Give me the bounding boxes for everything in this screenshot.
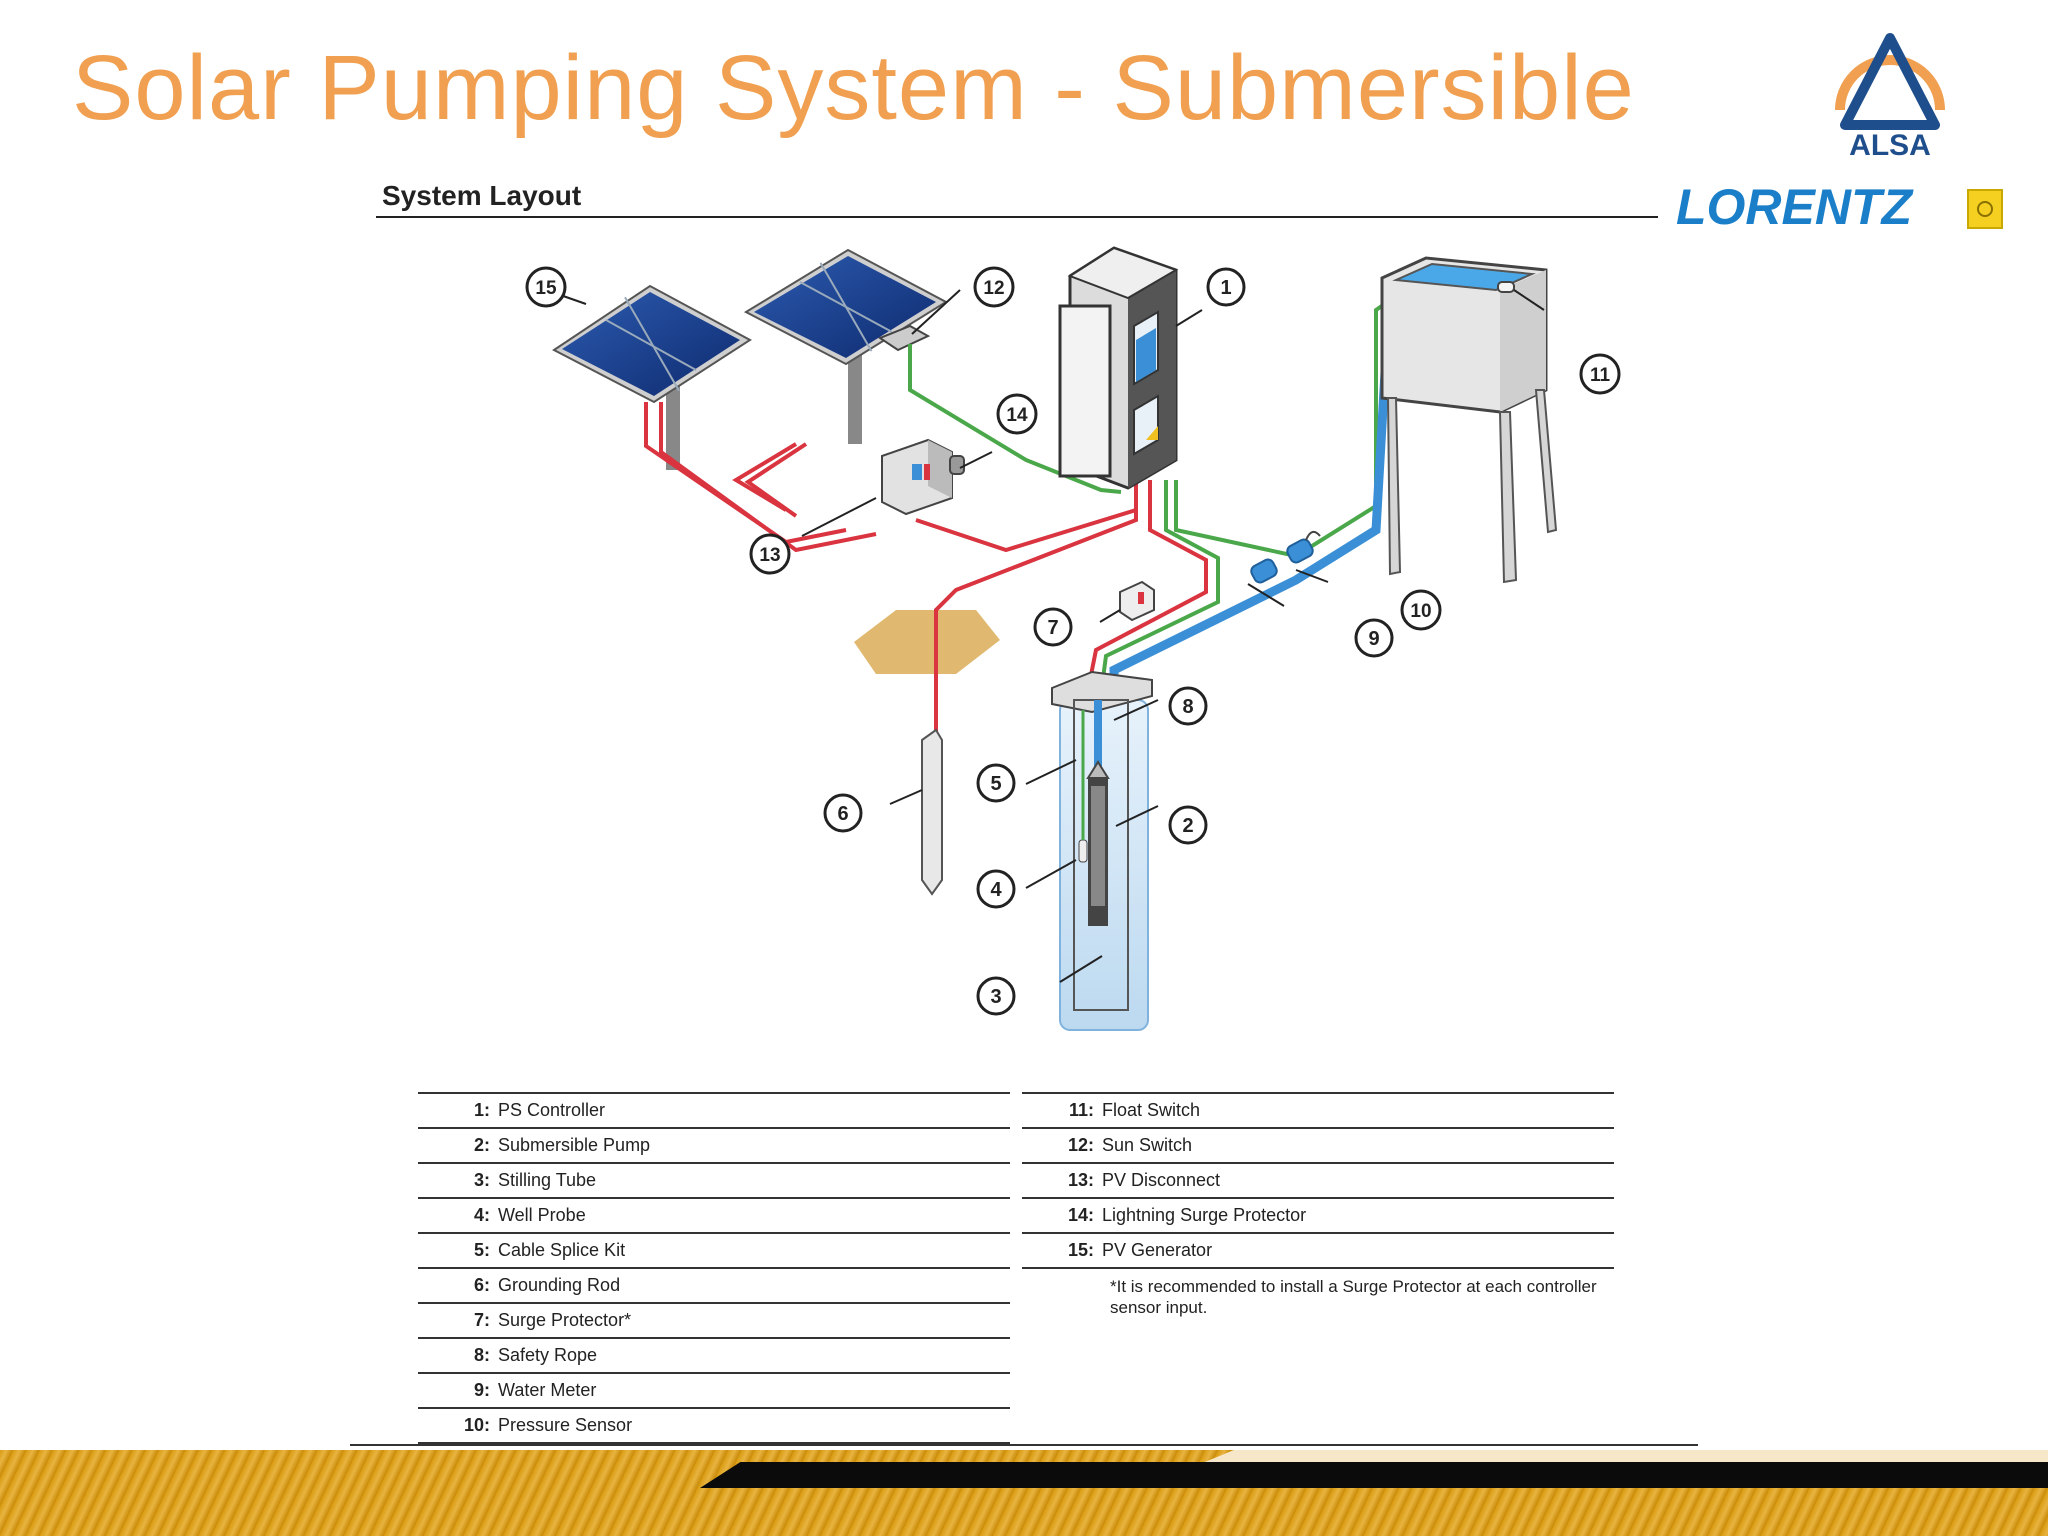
- svg-text:10: 10: [1410, 601, 1431, 622]
- submersible-pump: [1086, 760, 1110, 926]
- legend-left: 1:PS Controller 2:Submersible Pump 3:Sti…: [418, 1092, 1010, 1444]
- legend-row: 3:Stilling Tube: [418, 1162, 1010, 1197]
- ground-wire: [934, 480, 1138, 750]
- svg-text:14: 14: [1006, 405, 1028, 426]
- callout-13: 13: [749, 533, 791, 575]
- lightning-surge-protector: [949, 455, 965, 475]
- dc-wire-b: [659, 402, 877, 553]
- pv-disconnect: [881, 438, 953, 516]
- legend-row: 12:Sun Switch: [1022, 1127, 1614, 1162]
- callout-1: 1: [1206, 267, 1246, 307]
- dc-wire-c: [732, 442, 798, 512]
- pressure-sensor: [1286, 538, 1314, 564]
- legend-row: 6:Grounding Rod: [418, 1267, 1010, 1302]
- water-meter: [1250, 558, 1278, 584]
- svg-text:12: 12: [983, 278, 1004, 299]
- svg-text:4: 4: [990, 879, 1002, 901]
- callout-11: 11: [1579, 353, 1621, 395]
- float-switch: [1497, 281, 1515, 293]
- ground-patch: [854, 610, 1000, 674]
- section-title: System Layout: [382, 180, 582, 211]
- page-title: Solar Pumping System - Submersible: [72, 37, 1635, 139]
- ps-controller: [1058, 246, 1179, 490]
- legend-row: 4:Well Probe: [418, 1197, 1010, 1232]
- svg-text:7: 7: [1047, 617, 1058, 639]
- alsa-logo: ALSA: [1835, 33, 1945, 160]
- svg-text:13: 13: [759, 545, 780, 566]
- svg-text:15: 15: [535, 278, 557, 299]
- legend-row: 10:Pressure Sensor: [418, 1407, 1010, 1444]
- svg-text:8: 8: [1182, 696, 1193, 718]
- lorentz-logo-text: LORENTZ: [1676, 180, 1915, 235]
- callout-2: 2: [1168, 805, 1208, 845]
- legend-row: 9:Water Meter: [418, 1372, 1010, 1407]
- signal-wire-well: [1094, 480, 1220, 731]
- callout-10: 10: [1400, 589, 1442, 631]
- lorentz-logo: LORENTZ: [1676, 180, 2003, 235]
- footer-black-stripe: [700, 1462, 2048, 1488]
- bottom-divider: [350, 1444, 1698, 1446]
- callout-14: 14: [996, 393, 1038, 435]
- svg-text:2: 2: [1182, 815, 1193, 837]
- dc-wire-d: [744, 442, 808, 518]
- callout-6: 6: [823, 793, 863, 833]
- legend-row: 8:Safety Rope: [418, 1337, 1010, 1372]
- pv-generator-panel-a: [552, 284, 752, 470]
- callout-8: 8: [1168, 686, 1208, 726]
- callout-4: 4: [976, 869, 1016, 909]
- surge-protector: [1119, 580, 1155, 622]
- water-tank: [1380, 256, 1558, 584]
- svg-text:6: 6: [837, 803, 848, 825]
- legend-row: 5:Cable Splice Kit: [418, 1232, 1010, 1267]
- callout-9: 9: [1354, 618, 1394, 658]
- svg-text:9: 9: [1368, 628, 1379, 650]
- footer-cream-stripe: [1200, 1450, 2048, 1464]
- sun-switch-wire: [908, 344, 1122, 494]
- callout-12: 12: [973, 266, 1015, 308]
- svg-text:11: 11: [1590, 365, 1611, 386]
- legend-row: 2:Submersible Pump: [418, 1127, 1010, 1162]
- legend-right: 11:Float Switch 12:Sun Switch 13:PV Disc…: [1022, 1092, 1614, 1269]
- alsa-logo-text: ALSA: [1849, 129, 1931, 160]
- legend-row: 14:Lightning Surge Protector: [1022, 1197, 1614, 1232]
- well-probe: [1078, 839, 1088, 863]
- legend-row: 15:PV Generator: [1022, 1232, 1614, 1269]
- pv-generator-panel-b: [743, 248, 949, 444]
- callout-7: 7: [1033, 607, 1073, 647]
- callout-15: 15: [525, 266, 567, 308]
- svg-text:1: 1: [1220, 277, 1231, 299]
- legend-row: 13:PV Disconnect: [1022, 1162, 1614, 1197]
- legend-row: 1:PS Controller: [418, 1092, 1010, 1127]
- callout-5: 5: [976, 763, 1016, 803]
- sun-switch: [877, 324, 931, 352]
- grounding-rod: [921, 728, 943, 896]
- svg-text:5: 5: [990, 773, 1001, 795]
- surge-footnote: *It is recommended to install a Surge Pr…: [1110, 1277, 1597, 1317]
- section-divider: [376, 216, 1658, 218]
- svg-text:3: 3: [990, 986, 1001, 1008]
- legend-row: 7:Surge Protector*: [418, 1302, 1010, 1337]
- legend-row: 11:Float Switch: [1022, 1092, 1614, 1127]
- callout-3: 3: [976, 976, 1016, 1016]
- system-layout-diagram: 1 2 3 4 5 6 7 8 9 10 11 12 13 14 15: [525, 246, 1621, 1031]
